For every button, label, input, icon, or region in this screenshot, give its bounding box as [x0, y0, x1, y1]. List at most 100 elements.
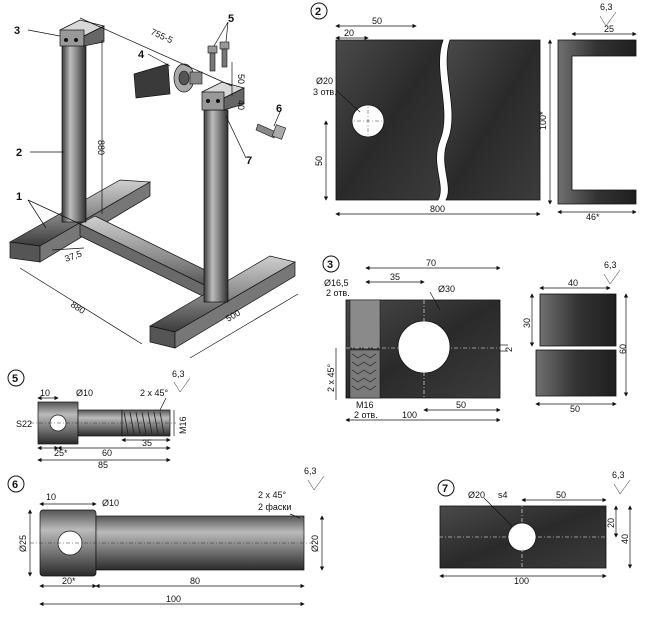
detail-6: 6 6,3 10 Ø10 2 x 45° 2 фаски Ø25 Ø20 20*…	[7, 466, 325, 607]
post-right	[201, 81, 245, 303]
dim3-m16: M16	[356, 400, 374, 410]
badge-5: 5	[12, 373, 18, 385]
dim6-d25: Ø25	[18, 535, 28, 552]
dim5-chamfer: 2 x 45°	[140, 388, 169, 398]
dim2-top: 25	[604, 24, 614, 34]
dim6-w20: 20*	[62, 576, 76, 586]
dim2-50: 50	[372, 16, 382, 26]
roughness-6: 6,3	[304, 466, 317, 476]
dim2-h50: 50	[314, 156, 324, 166]
bolts-part-5	[207, 41, 230, 72]
roughness-mark-6	[307, 475, 325, 491]
detail-2: 2 6,3 50 20 Ø20 3 отв. 50 800 100* 25 46…	[310, 2, 637, 222]
roughness-mark-7	[613, 479, 631, 495]
dim2-holes: 3 отв.	[313, 87, 337, 97]
dim-line-base-length	[19, 267, 143, 345]
roughness-3: 6,3	[604, 260, 617, 270]
dim2-bot: 46*	[586, 212, 600, 222]
dim3-d16: Ø16,5	[324, 278, 349, 288]
dim7-h40: 40	[620, 534, 630, 544]
dim-channel: 37,5	[63, 248, 83, 263]
bolt-part-6	[255, 123, 287, 140]
clamp-side-lower	[535, 349, 617, 397]
dim7-h20: 20	[606, 518, 616, 528]
dim-line-channel	[51, 247, 85, 251]
dim3-holes2: 2 отв.	[326, 288, 350, 298]
detail-3: 3 6,3 Ø16,5 2 отв. 35 70 Ø30 2 x 45° M16…	[322, 255, 629, 423]
dim-base-length: 880	[69, 299, 87, 316]
dim6-chamfer: 2 x 45°	[258, 490, 287, 500]
dim-line-base-width	[189, 293, 299, 359]
dim6-w100: 100	[166, 594, 181, 604]
clamp-side-upper	[539, 293, 617, 347]
dim5-w25: 25*	[54, 448, 68, 458]
dim6-d10: Ø10	[102, 498, 119, 508]
dim5-s22: S22	[16, 419, 32, 429]
dim3-s60: 60	[618, 344, 628, 354]
detail-5: 5 6,3 10 Ø10 2 x 45° S22 M16 35 25* 60 8…	[7, 369, 191, 470]
roughness-7: 6,3	[612, 470, 625, 480]
clamp-bore-upper	[349, 299, 381, 349]
dim3-w70: 70	[426, 258, 436, 268]
badge-2: 2	[315, 6, 321, 18]
thread-pattern	[351, 353, 377, 391]
dim-line-spacing	[79, 17, 233, 87]
dim3-w100: 100	[402, 410, 417, 420]
dim-spacing: 755-5	[149, 27, 174, 46]
dim-height: 880	[96, 140, 106, 155]
roughness-mark-3	[603, 269, 621, 285]
dim3-s50: 50	[570, 404, 580, 414]
clamp-thread-lower	[349, 349, 381, 399]
dim5-w10: 10	[40, 388, 50, 398]
dim2-ht: 100*	[538, 111, 548, 130]
dim7-s4: s4	[498, 490, 508, 500]
leader-5b	[225, 21, 229, 43]
dim6-w10: 10	[46, 492, 56, 502]
dim-pad1: 50	[236, 74, 246, 84]
dim2-20: 20	[344, 28, 354, 38]
assembly-view: 3 2 1 4 5 6 7 755-5 880 50 40 880 500 37…	[8, 13, 299, 359]
dim7-w100: 100	[514, 576, 529, 586]
leader-1b	[27, 199, 81, 225]
dim5-w85: 85	[98, 460, 108, 470]
callout-2: 2	[16, 147, 22, 159]
detail-7: 7 6,3 Ø20 s4 50 20 40 100	[430, 470, 633, 586]
channel-plate-left	[335, 39, 445, 201]
post-left	[58, 19, 106, 223]
bracket-part-4	[133, 63, 203, 99]
dim6-w80: 80	[190, 576, 200, 586]
dim3-s30: 30	[522, 318, 532, 328]
dim7-w50: 50	[556, 490, 566, 500]
dim3-w50: 50	[456, 400, 466, 410]
dim2-len: 800	[430, 204, 445, 214]
callout-5: 5	[228, 13, 234, 25]
leader-3	[27, 29, 61, 37]
roughness-mark-5	[173, 377, 191, 393]
leader-5a	[213, 21, 229, 47]
callout-6: 6	[276, 103, 282, 115]
dim3-w35: 35	[390, 272, 400, 282]
roughness-mark-2	[599, 11, 617, 27]
callout-7: 7	[246, 155, 252, 167]
badge-7: 7	[442, 483, 448, 495]
pin6-shank	[95, 515, 305, 571]
badge-6: 6	[12, 479, 18, 491]
badge-3: 3	[327, 259, 333, 271]
dim3-s40: 40	[568, 278, 578, 288]
roughness-5: 6,3	[172, 369, 185, 379]
dim6-chamfer2: 2 фаски	[258, 502, 291, 512]
callout-4: 4	[138, 49, 145, 61]
leader-1a	[27, 199, 47, 229]
dim2-hole: Ø20	[316, 76, 333, 86]
callout-1: 1	[16, 191, 22, 203]
channel-profile	[557, 39, 637, 205]
leader-4	[147, 53, 171, 67]
dim5-w60: 60	[102, 448, 112, 458]
dim3-w2: 2	[504, 347, 514, 352]
dim3-d30: Ø30	[438, 284, 455, 294]
dim7-d20: Ø20	[468, 490, 485, 500]
channel-plate-right	[444, 39, 541, 201]
leader-7	[225, 115, 247, 159]
dim5-d10: Ø10	[76, 388, 93, 398]
